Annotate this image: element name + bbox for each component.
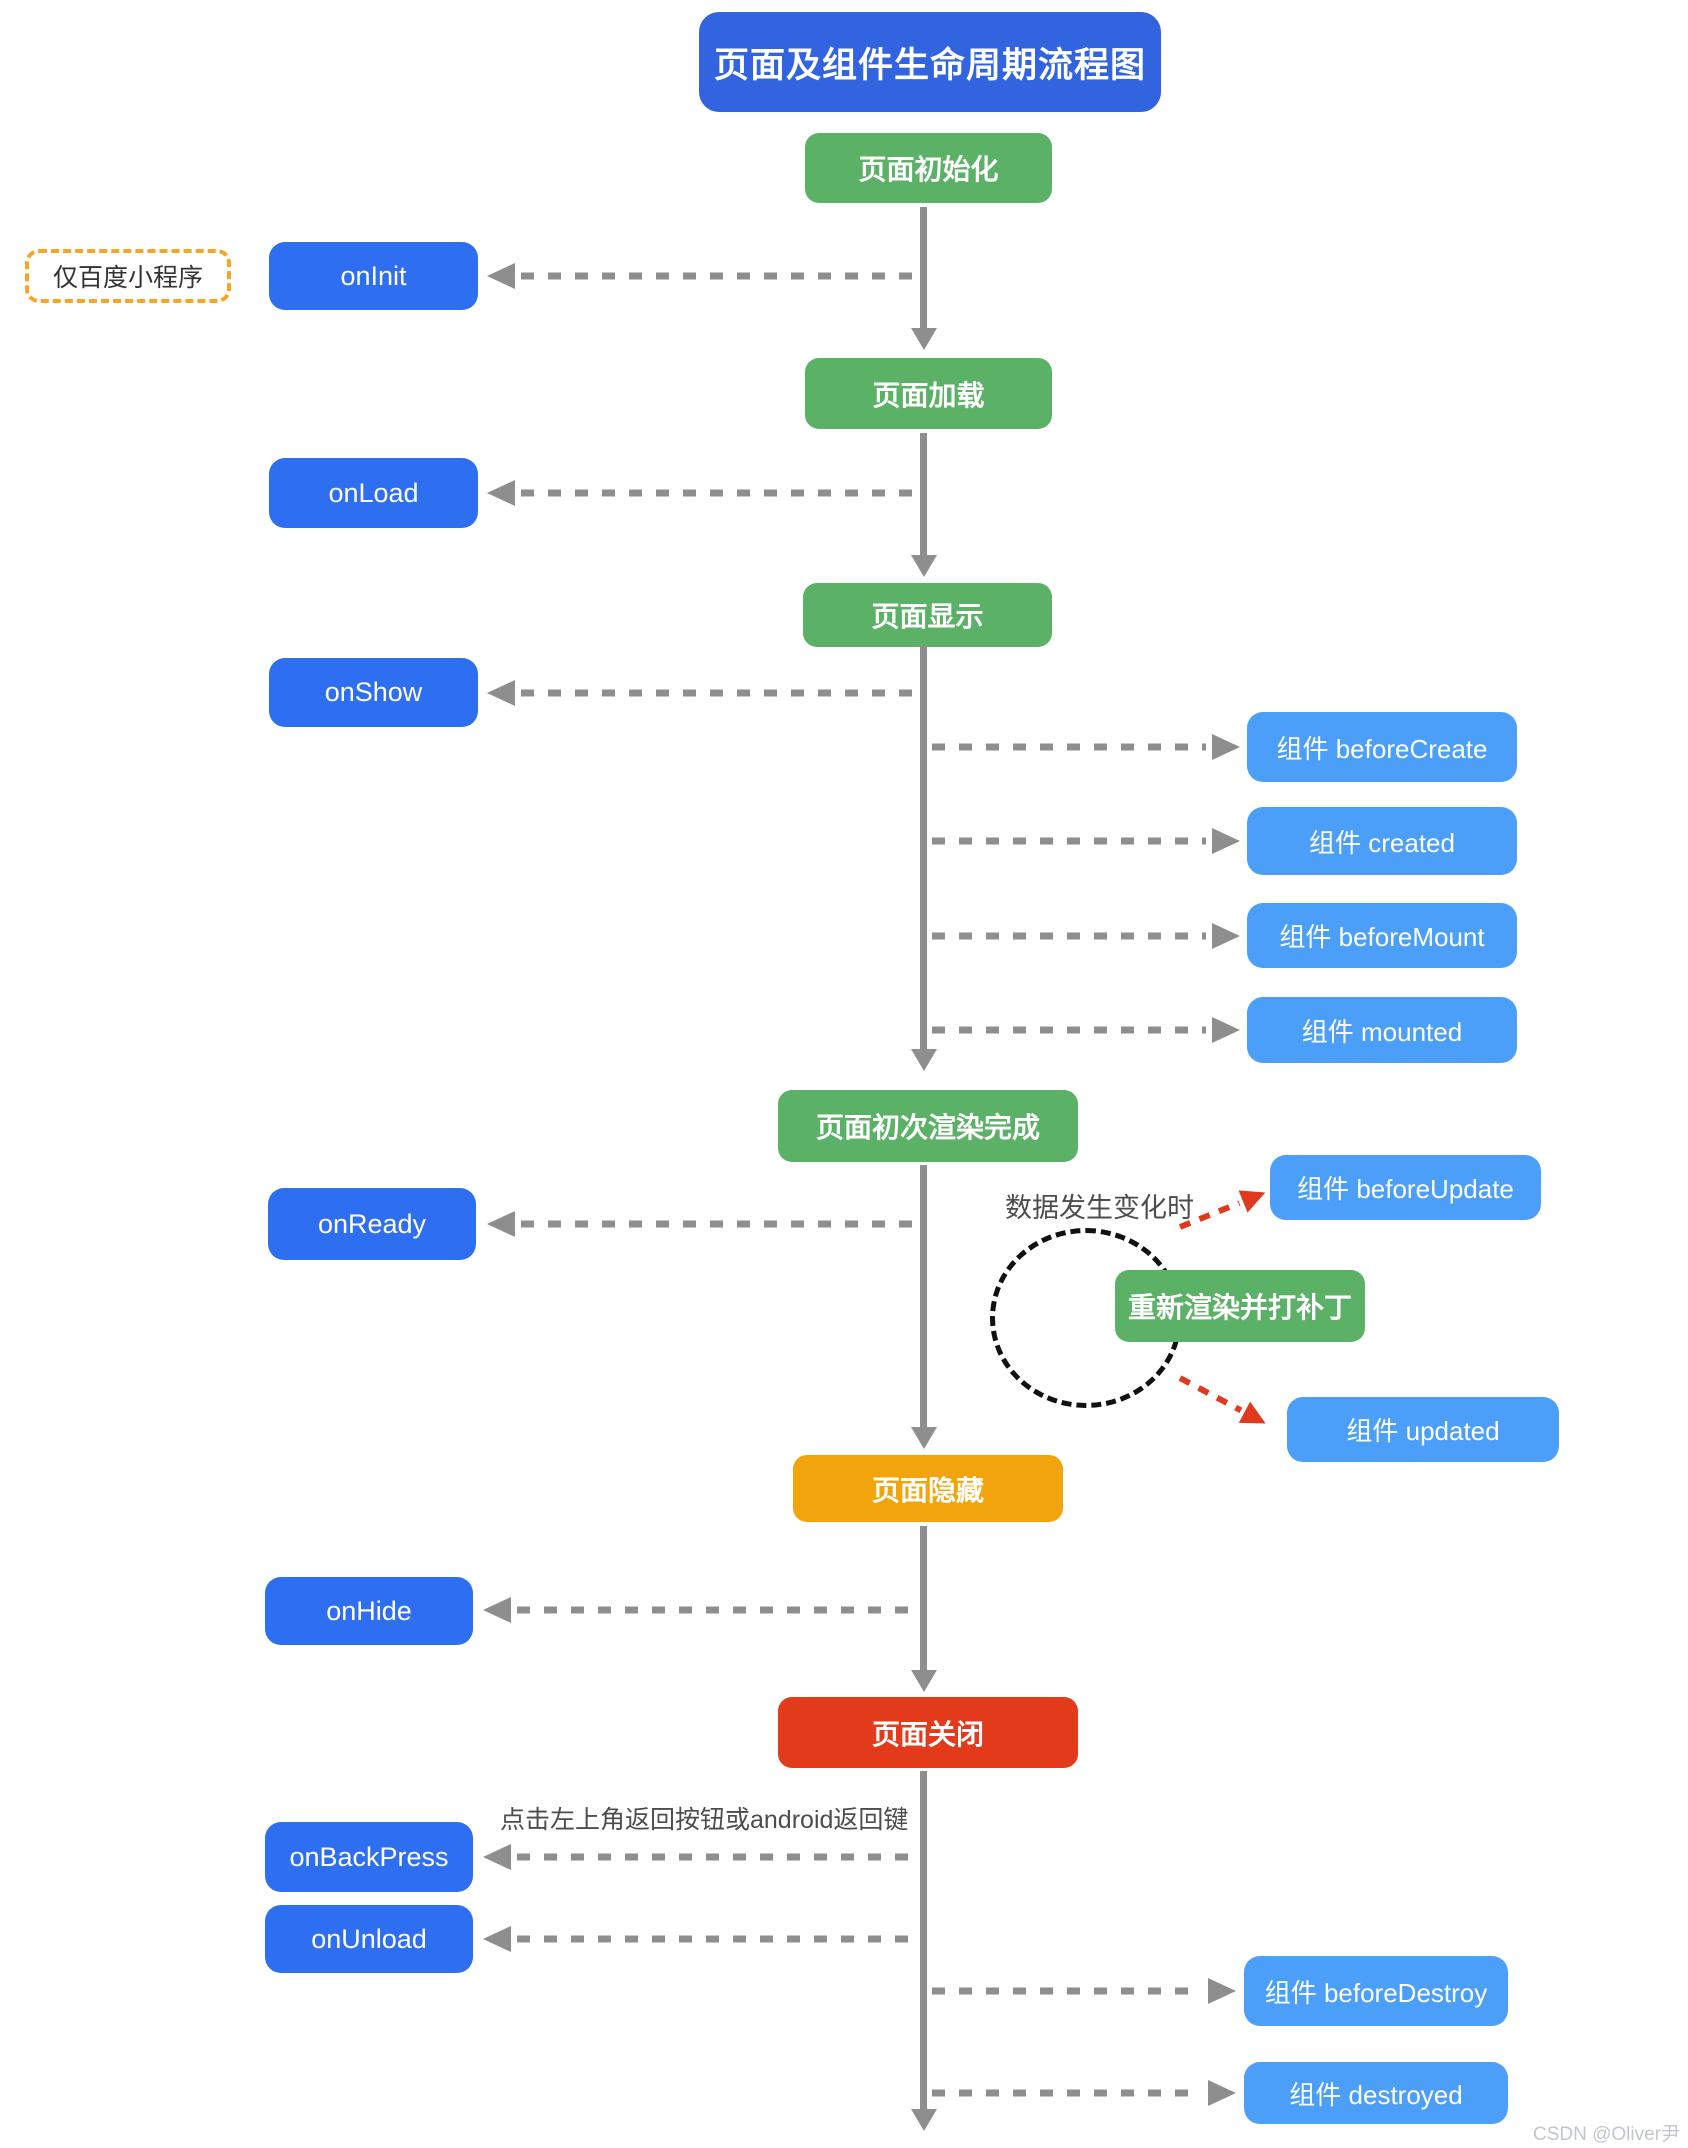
- component-node-created: 组件 created: [1247, 807, 1517, 875]
- arrow-close-to-end: [920, 1771, 927, 2109]
- component-node-destroyed: 组件 destroyed: [1244, 2062, 1508, 2124]
- hook-node-onhide: onHide: [265, 1577, 473, 1645]
- flow-node-page-init: 页面初始化: [805, 133, 1052, 203]
- arrow-show-to-firstrender: [920, 646, 927, 1049]
- hook-node-onunload: onUnload: [265, 1905, 473, 1973]
- component-node-beforecreate: 组件 beforeCreate: [1247, 712, 1517, 782]
- flow-node-page-show: 页面显示: [803, 583, 1052, 647]
- flow-node-rerender-patch: 重新渲染并打补丁: [1115, 1270, 1365, 1342]
- hook-node-onload: onLoad: [269, 458, 478, 528]
- arrow-to-beforecreate: [930, 734, 1240, 760]
- arrow-init-to-load: [920, 207, 927, 328]
- arrow-loop-to-updated: [1174, 1367, 1271, 1434]
- flow-node-page-first-render: 页面初次渲染完成: [778, 1090, 1078, 1162]
- flow-node-page-load: 页面加载: [805, 358, 1052, 429]
- hook-node-onready: onReady: [268, 1188, 476, 1260]
- hook-node-onbackpress: onBackPress: [265, 1822, 473, 1892]
- hook-node-onshow: onShow: [269, 658, 478, 727]
- baidu-only-badge: 仅百度小程序: [25, 249, 231, 303]
- arrow-firstrender-to-hide: [920, 1165, 927, 1427]
- arrow-to-onhide: [483, 1597, 923, 1623]
- component-node-beforemount: 组件 beforeMount: [1247, 903, 1517, 968]
- arrow-hide-to-close: [920, 1526, 927, 1670]
- arrow-to-mounted: [930, 1017, 1240, 1043]
- flow-node-page-close: 页面关闭: [778, 1697, 1078, 1768]
- arrow-to-onready: [487, 1211, 923, 1237]
- arrow-to-created: [930, 828, 1240, 854]
- page-title: 页面及组件生命周期流程图: [699, 12, 1161, 112]
- caption-back-key: 点击左上角返回按钮或android返回键: [500, 1806, 909, 1834]
- component-node-beforedestroy: 组件 beforeDestroy: [1244, 1956, 1508, 2026]
- arrow-to-beforemount: [930, 923, 1240, 949]
- caption-data-change: 数据发生变化时: [1005, 1193, 1194, 1223]
- arrow-to-onunload: [483, 1926, 923, 1952]
- arrow-to-destroyed: [930, 2080, 1236, 2106]
- arrow-to-onload: [487, 480, 923, 506]
- component-node-updated: 组件 updated: [1287, 1397, 1559, 1462]
- component-node-mounted: 组件 mounted: [1247, 997, 1517, 1063]
- flow-node-page-hide: 页面隐藏: [793, 1455, 1063, 1522]
- component-node-beforeupdate: 组件 beforeUpdate: [1270, 1155, 1541, 1220]
- arrow-to-onbackpress: [483, 1844, 923, 1870]
- arrow-to-oninit: [487, 263, 923, 289]
- watermark: CSDN @Oliver尹: [1532, 2124, 1680, 2145]
- arrow-load-to-show: [920, 433, 927, 555]
- arrow-to-beforedestroy: [930, 1978, 1236, 2004]
- arrow-to-onshow: [487, 680, 923, 706]
- hook-node-oninit: onInit: [269, 242, 478, 310]
